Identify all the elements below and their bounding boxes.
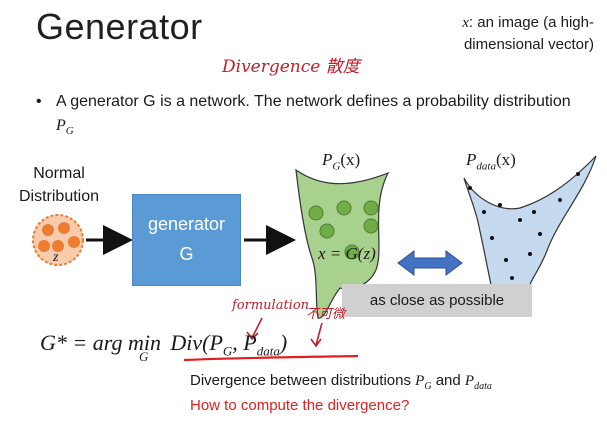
divergence-question: How to compute the divergence? <box>190 397 410 414</box>
z-label: z <box>53 250 59 265</box>
formula-div: Div(PG, Pdata) <box>170 330 288 359</box>
pdata-label: Pdata(x) <box>466 150 516 173</box>
bullet-body: A generator G is a network. The network … <box>56 93 571 110</box>
formula-lhs: G* = arg min <box>40 330 161 355</box>
pg-label: PG(x) <box>322 150 361 173</box>
handwritten-divergence: Divergence 散度 <box>222 57 360 77</box>
generator-symbol: G <box>179 244 194 264</box>
handwritten-formulation-arrow <box>246 317 263 341</box>
note-text-2: dimensional vector) <box>463 36 594 53</box>
normal-distribution-icon <box>32 214 84 266</box>
x-equals-g-z: x = G(z) <box>318 244 376 263</box>
note-variable: x <box>462 15 469 31</box>
pdata-distribution-shape <box>463 155 597 291</box>
note-text-1: : an image (a high- <box>468 14 594 31</box>
pdata-sample-dots <box>468 172 580 280</box>
slide-title: Generator <box>36 6 203 47</box>
normal-distribution-label: Normal Distribution <box>18 165 100 205</box>
bullet-text: A generator G is a network. The network … <box>56 90 576 143</box>
close-as-possible-box: as close as possible <box>342 284 532 317</box>
formula-min-sub: G <box>138 349 149 365</box>
formula-underline <box>183 354 359 362</box>
pg-sample-dots <box>308 200 379 260</box>
double-arrow-icon <box>397 250 463 276</box>
divergence-description: Divergence between distributions PG and … <box>190 372 492 392</box>
bullet-pg: PG <box>56 117 74 138</box>
handwritten-nodiff-arrow <box>310 322 323 348</box>
generator-block: generator G <box>132 194 241 286</box>
generator-label: generator <box>147 214 226 234</box>
handwritten-formulation: formulation <box>232 298 310 313</box>
objective-formula: G* = arg minG Div(PG, Pdata) <box>40 330 288 364</box>
handwritten-nodiff: 不可微 <box>306 307 346 322</box>
image-note: x: an image (a high- dimensional vector) <box>426 12 594 55</box>
bullet-icon: • <box>36 93 42 110</box>
